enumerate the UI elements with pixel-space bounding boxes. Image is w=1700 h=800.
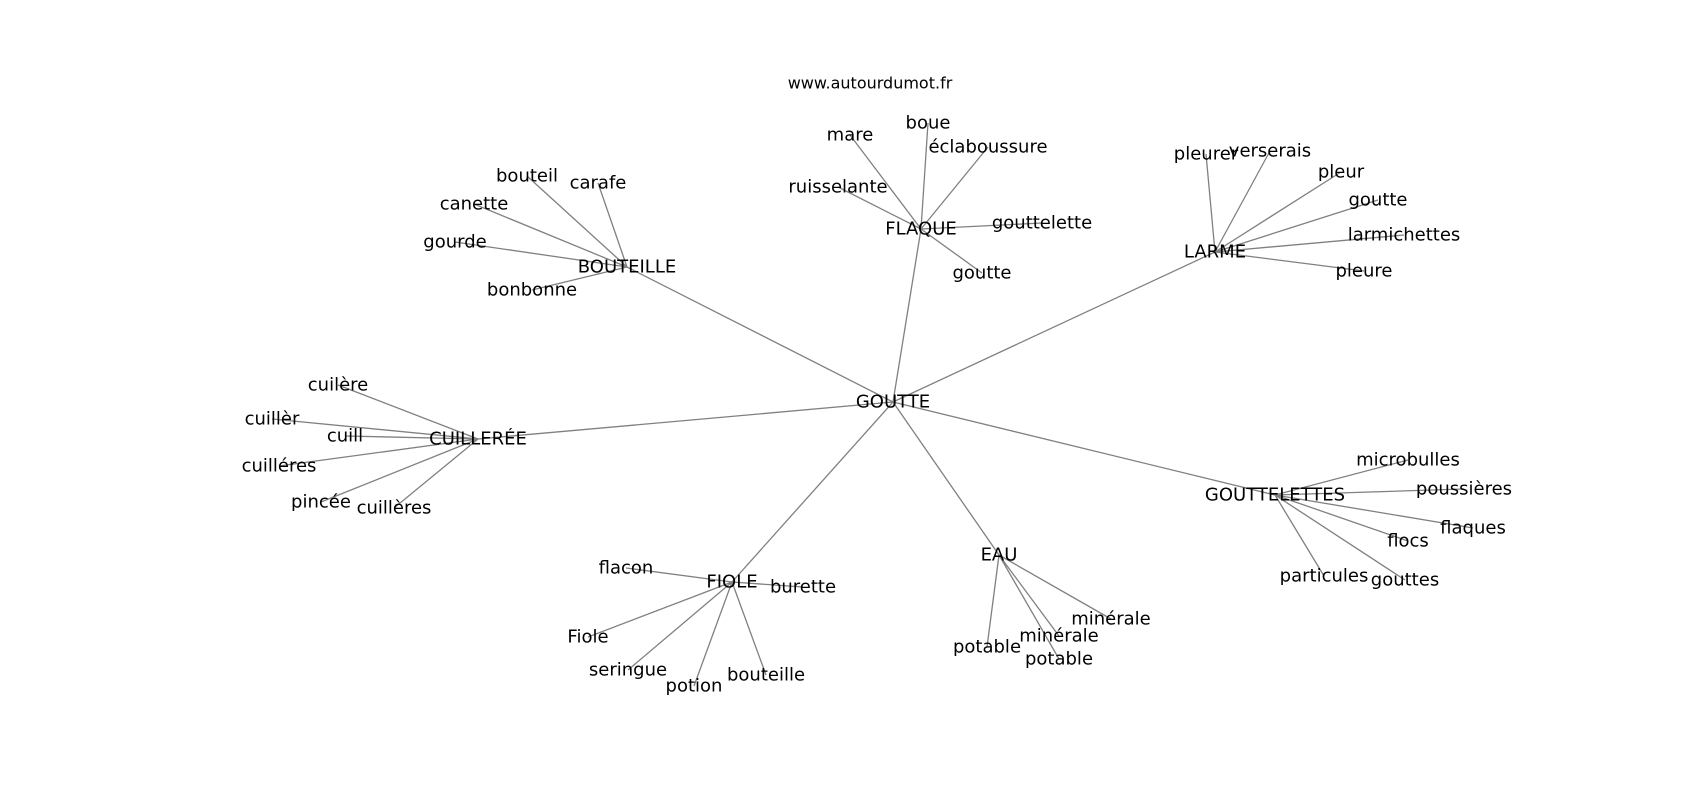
leaf-node[interactable]: pleur — [1318, 162, 1365, 183]
leaf-node[interactable]: minérale — [1071, 609, 1151, 630]
edge-group-0-child-2 — [473, 203, 628, 268]
edge-group-6-child-4 — [693, 581, 733, 687]
leaf-node[interactable]: cuilère — [308, 375, 368, 396]
edge-center-6 — [731, 401, 894, 583]
leaf-node[interactable]: bonbonne — [487, 280, 577, 301]
edge-group-1-child-5 — [920, 228, 983, 274]
edge-group-2-child-3 — [1214, 199, 1379, 253]
leaf-node[interactable]: carafe — [570, 173, 627, 194]
edge-group-0-child-1 — [597, 182, 628, 268]
leaf-node[interactable]: potable — [953, 637, 1021, 658]
leaf-node[interactable]: boue — [906, 113, 951, 134]
edge-group-0-child-3 — [454, 241, 628, 268]
leaf-node[interactable]: ruisselante — [788, 177, 887, 198]
leaf-node[interactable]: burette — [770, 577, 836, 598]
group-node[interactable]: FLAQUE — [885, 219, 957, 240]
leaf-node[interactable]: cuillères — [357, 498, 432, 519]
group-node[interactable]: EAU — [981, 545, 1018, 566]
edge-center-5 — [892, 401, 1000, 556]
edge-center-1 — [892, 228, 922, 403]
leaf-node[interactable]: microbulles — [1356, 450, 1460, 471]
center-node[interactable]: GOUTTE — [856, 392, 930, 413]
edges — [271, 122, 1474, 687]
leaf-node[interactable]: seringue — [589, 660, 667, 681]
edge-group-1-child-1 — [920, 122, 929, 230]
leaf-node[interactable]: particules — [1280, 566, 1369, 587]
edge-group-3-child-5 — [393, 438, 479, 509]
leaf-node[interactable]: flacon — [599, 558, 654, 579]
leaf-node[interactable]: potable — [1025, 649, 1093, 670]
edge-group-4-child-2 — [1274, 494, 1474, 529]
edge-group-3-child-1 — [271, 418, 479, 440]
leaf-node[interactable]: gourde — [423, 232, 486, 253]
edge-group-3-child-2 — [344, 435, 479, 440]
leaf-node[interactable]: bouteil — [496, 166, 558, 187]
edge-group-1-child-2 — [920, 146, 989, 230]
edge-group-3-child-0 — [337, 384, 479, 440]
leaf-node[interactable]: mare — [827, 125, 874, 146]
edge-group-2-child-0 — [1205, 153, 1216, 253]
leaf-node[interactable]: éclaboussure — [928, 137, 1047, 158]
leaf-node[interactable]: pincée — [291, 492, 351, 513]
leaf-node[interactable]: goutte — [952, 263, 1011, 284]
edge-group-4-child-1 — [1274, 488, 1465, 496]
edge-group-1-child-4 — [920, 222, 1043, 230]
edge-group-2-child-4 — [1214, 234, 1405, 253]
leaf-node[interactable]: potion — [666, 676, 723, 697]
edge-center-4 — [892, 401, 1276, 496]
edge-center-3 — [477, 401, 894, 440]
edge-group-6-child-1 — [731, 581, 804, 588]
edge-group-1-child-3 — [837, 186, 922, 230]
edge-group-3-child-3 — [278, 438, 479, 467]
edge-group-5-child-3 — [998, 554, 1060, 660]
leaf-node[interactable]: canette — [440, 194, 509, 215]
edge-center-2 — [892, 251, 1216, 403]
leaf-node[interactable]: larmichettes — [1348, 225, 1461, 246]
leaf-node[interactable]: pleure — [1336, 261, 1393, 282]
edge-group-3-child-4 — [320, 438, 479, 503]
edge-group-6-child-0 — [625, 567, 733, 583]
leaf-node[interactable]: goutte — [1348, 190, 1407, 211]
edge-group-5-child-1 — [998, 554, 1060, 637]
group-node[interactable]: GOUTTELETTES — [1205, 485, 1345, 506]
edge-group-2-child-1 — [1214, 150, 1271, 253]
edge-group-6-child-2 — [587, 581, 733, 638]
group-node[interactable]: FIOLE — [706, 572, 757, 593]
group-node[interactable]: CUILLERÉE — [429, 428, 527, 450]
leaf-node[interactable]: flocs — [1387, 531, 1429, 552]
edge-group-4-child-4 — [1274, 494, 1325, 577]
edge-group-4-child-3 — [1274, 494, 1409, 542]
edge-group-5-child-2 — [986, 554, 1000, 648]
leaf-node[interactable]: gouttelette — [992, 213, 1092, 234]
edge-group-2-child-5 — [1214, 251, 1365, 272]
leaf-node[interactable]: cuill — [327, 426, 363, 447]
source-url: www.autourdumot.fr — [788, 74, 953, 93]
group-node[interactable]: BOUTEILLE — [578, 257, 676, 278]
group-node[interactable]: LARME — [1184, 242, 1246, 263]
edge-group-5-child-0 — [998, 554, 1112, 620]
leaf-node[interactable]: poussières — [1416, 479, 1512, 500]
edge-group-1-child-0 — [849, 134, 922, 230]
edge-center-0 — [626, 266, 894, 403]
edge-group-4-child-5 — [1274, 494, 1406, 581]
leaf-node[interactable]: gouttes — [1371, 570, 1439, 591]
leaf-node[interactable]: verserais — [1229, 141, 1311, 162]
leaf-node[interactable]: pleurer — [1174, 144, 1239, 165]
edge-group-6-child-3 — [627, 581, 733, 671]
leaf-node[interactable]: minérale — [1019, 626, 1099, 647]
edge-group-2-child-2 — [1214, 171, 1342, 253]
nodes: GOUTTE BOUTEILLE bouteil carafe canette gourd… — [242, 113, 1512, 697]
edge-group-0-child-0 — [526, 175, 628, 268]
edge-group-4-child-0 — [1274, 459, 1409, 496]
leaf-node[interactable]: flaques — [1440, 518, 1506, 539]
edge-group-0-child-4 — [531, 266, 628, 291]
edge-group-6-child-5 — [731, 581, 767, 676]
leaf-node[interactable]: cuillèr — [245, 409, 300, 430]
leaf-node[interactable]: bouteille — [727, 665, 805, 686]
leaf-node[interactable]: Fiole — [567, 627, 608, 648]
leaf-node[interactable]: cuilléres — [242, 456, 317, 477]
